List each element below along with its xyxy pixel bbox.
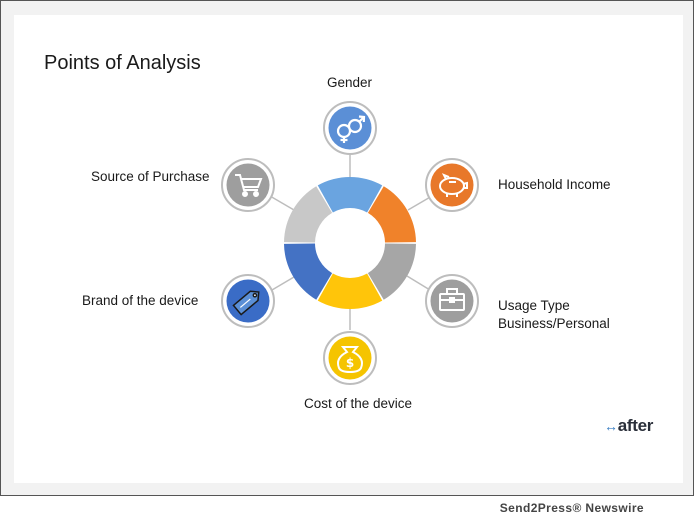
ring-segment-income [367, 186, 416, 243]
label-household-income: Household Income [498, 177, 611, 192]
node-brand [221, 274, 275, 328]
connector-brand [271, 276, 295, 291]
label-source: Source of Purchase [91, 169, 210, 184]
connector-usage [406, 275, 431, 291]
donut-ring [284, 177, 416, 309]
ring-segment-brand [284, 243, 333, 300]
node-source [221, 158, 275, 212]
footer-credit: Send2Press® Newswire [499, 501, 644, 515]
connector-income [407, 195, 433, 211]
connector-lines [269, 150, 433, 330]
slide [14, 15, 683, 483]
brand-name: after [617, 416, 654, 435]
brand-tag-icon [232, 290, 260, 316]
label-usage-type: Usage Type [498, 298, 570, 313]
label-cost: Cost of the device [304, 396, 413, 411]
gender-icon [336, 115, 366, 143]
label-gender: Gender [327, 75, 373, 90]
shopping-cart-icon [235, 174, 263, 197]
piggy-bank-icon [439, 173, 468, 197]
brand-logo: ↔after [604, 416, 653, 436]
connector-source [269, 195, 295, 211]
node-household-income [425, 158, 479, 212]
svg-text:$: $ [346, 356, 354, 370]
money-bag-icon: $ [337, 346, 363, 374]
label-brand: Brand of the device [82, 293, 199, 308]
node-gender [323, 101, 377, 155]
node-usage-type [425, 274, 479, 328]
slide-frame [0, 0, 694, 496]
brand-arrow-icon: ↔ [604, 418, 618, 434]
label-usage-type-detail: Business/Personal [498, 316, 610, 331]
briefcase-icon [439, 288, 465, 311]
ring-segment-cost [317, 273, 383, 309]
ring-segment-source [284, 186, 333, 243]
node-cost: $ [323, 331, 377, 385]
page-title: Points of Analysis [44, 52, 201, 74]
ring-segment-gender [317, 177, 383, 213]
ring-segment-usage [367, 243, 416, 300]
